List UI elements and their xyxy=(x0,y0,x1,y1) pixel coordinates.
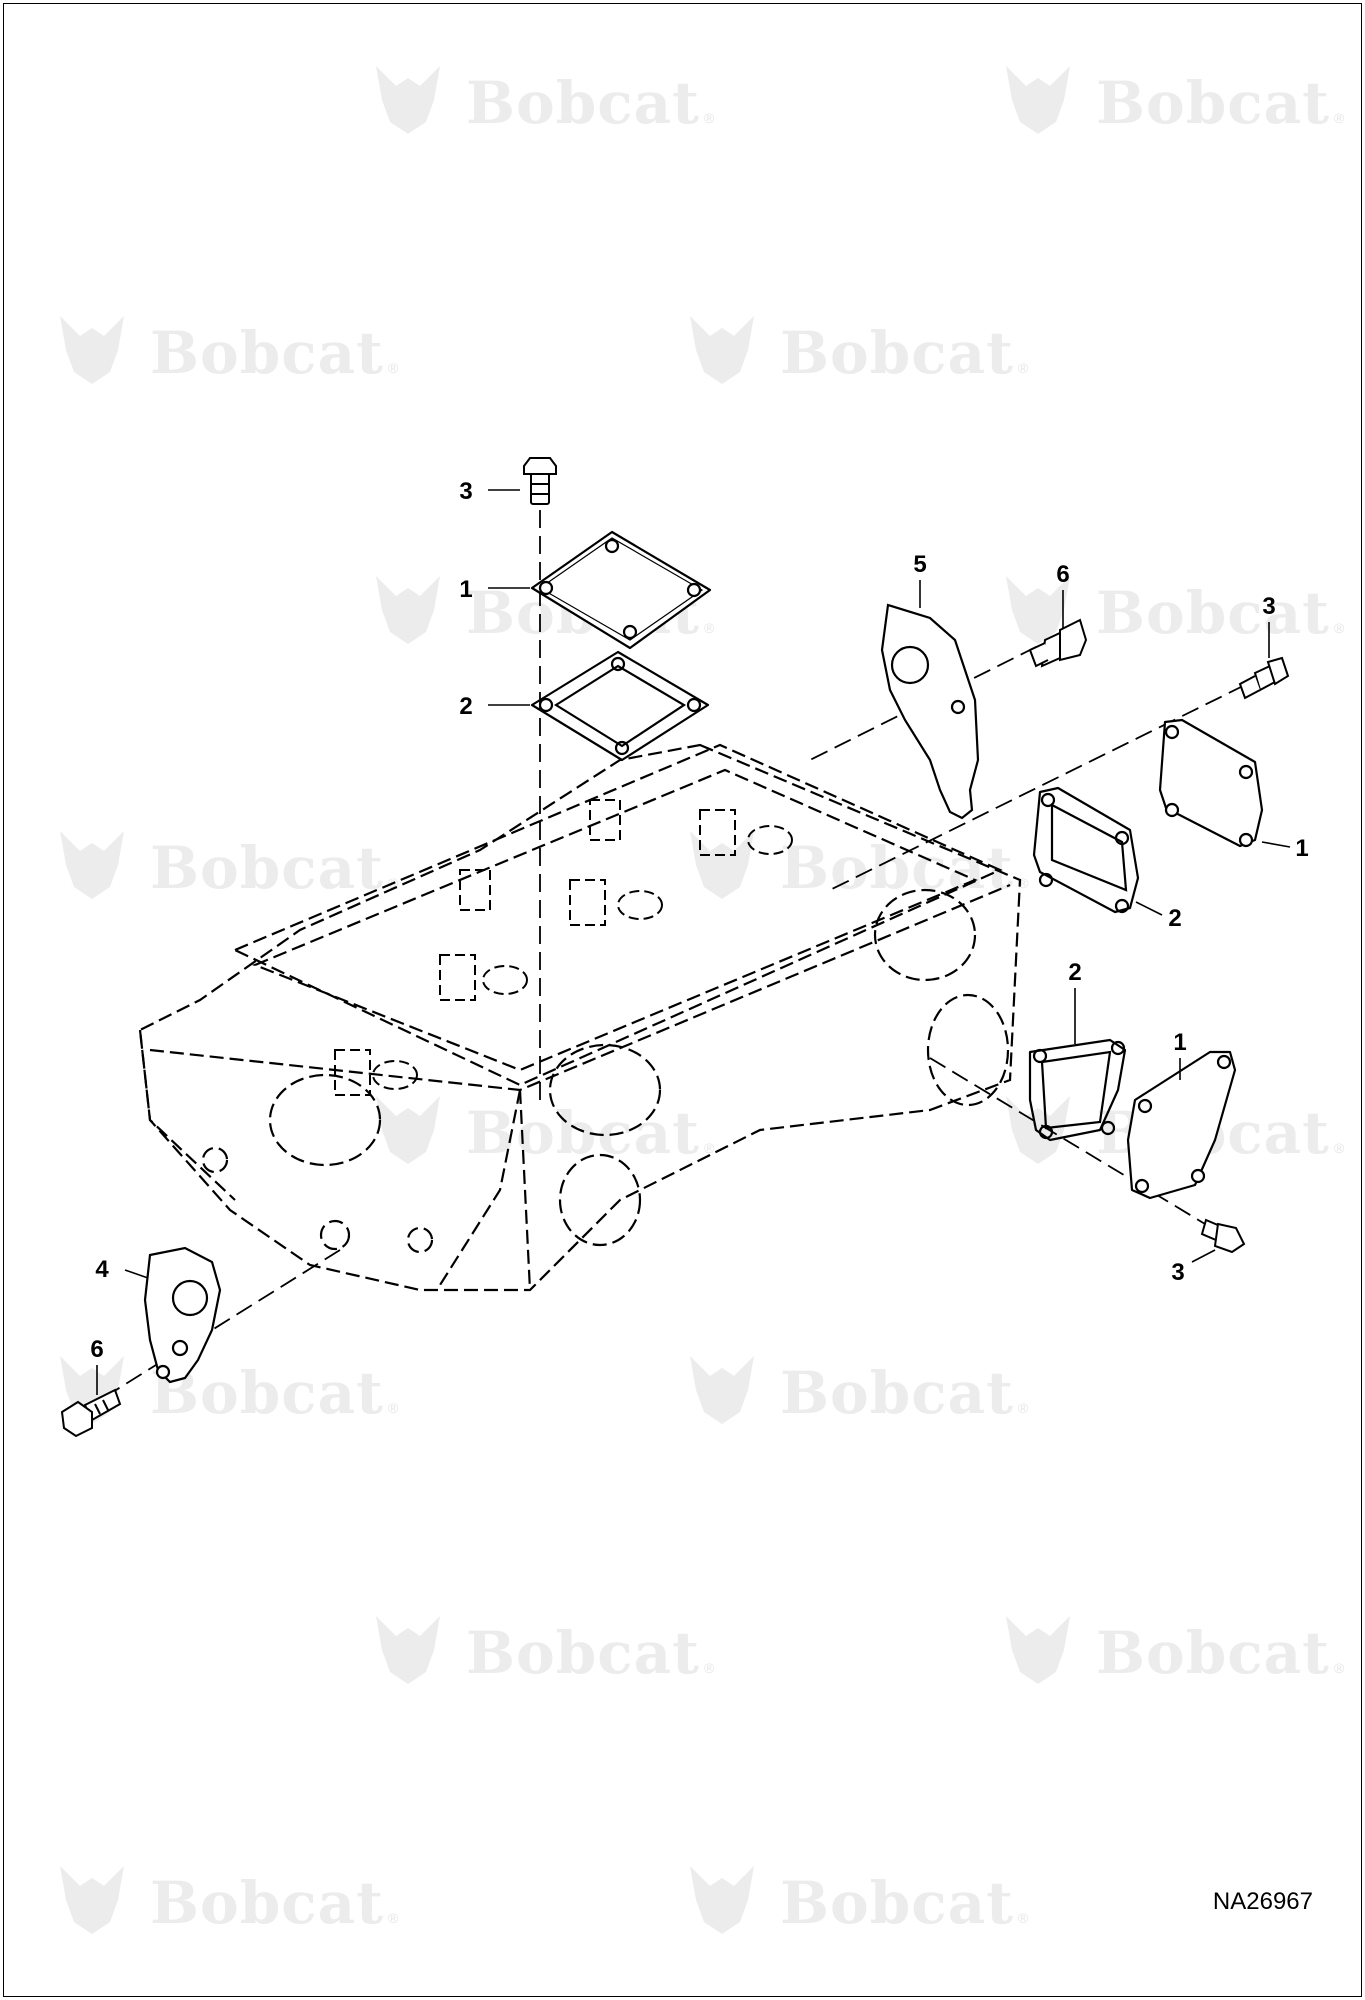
callout-right-bottom-gasket: 2 xyxy=(1068,959,1081,986)
callout-leaders xyxy=(96,489,1291,1395)
rear-lifting-bracket xyxy=(880,603,980,820)
drawing-border xyxy=(3,3,1362,1997)
figure-id: NA26967 xyxy=(1212,1888,1313,1915)
right-bottom-bolt xyxy=(1200,1218,1246,1254)
cylinder-ports xyxy=(201,888,1010,1254)
right-top-cover-plate xyxy=(1158,718,1264,848)
callout-top-bolt: 3 xyxy=(459,478,472,505)
front-bolt xyxy=(60,1388,122,1438)
callout-right-bottom-cover: 1 xyxy=(1173,1029,1186,1056)
callout-front-bracket: 4 xyxy=(95,1256,109,1283)
rear-bolt xyxy=(1028,618,1088,668)
callout-top-gasket: 2 xyxy=(459,693,472,720)
front-lifting-bracket xyxy=(143,1246,222,1384)
callout-front-bolt: 6 xyxy=(90,1336,103,1363)
right-bottom-cover-plate xyxy=(1126,1050,1237,1200)
callout-labels: 3 1 2 5 6 3 1 2 2 1 3 4 6 xyxy=(90,478,1308,1363)
top-cover-plate xyxy=(530,530,712,650)
right-top-bolt xyxy=(1238,656,1290,700)
cylinder-head xyxy=(138,743,1022,1292)
right-top-gasket xyxy=(1032,786,1140,914)
callout-right-bottom-bolt: 3 xyxy=(1171,1259,1184,1286)
right-bottom-gasket xyxy=(1028,1038,1127,1142)
callout-right-top-bolt: 3 xyxy=(1262,593,1275,620)
callout-rear-bracket: 5 xyxy=(913,551,926,578)
callout-rear-bolt: 6 xyxy=(1056,561,1069,588)
callout-right-top-gasket: 2 xyxy=(1168,905,1181,932)
top-gasket xyxy=(530,650,710,762)
callout-right-top-cover: 1 xyxy=(1295,835,1308,862)
top-bolt xyxy=(523,457,557,505)
valve-bosses xyxy=(334,799,793,1096)
callout-top-cover: 1 xyxy=(459,576,472,603)
